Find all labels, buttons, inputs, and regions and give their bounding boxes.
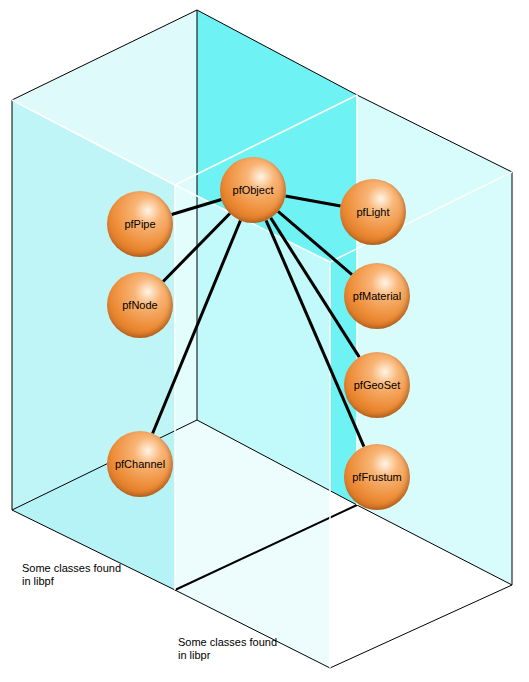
class-name: pfNode <box>122 299 157 311</box>
class-sphere: pfFrustum <box>344 444 410 510</box>
inheritance-line <box>172 200 222 215</box>
class-name: pfChannel <box>115 458 165 470</box>
class-sphere: pfLight <box>340 179 406 245</box>
class-sphere: pfPipe <box>107 191 173 257</box>
class-sphere: pfGeoSet <box>344 352 410 418</box>
class-name: pfObject <box>233 184 274 196</box>
class-name: pfMaterial <box>353 290 401 302</box>
class-name: pfFrustum <box>352 471 402 483</box>
inheritance-line <box>266 220 364 446</box>
region-label: Some classes found in libpr <box>178 636 278 662</box>
inheritance-line <box>153 221 241 434</box>
class-name: pfGeoSet <box>354 379 400 391</box>
class-sphere: pfMaterial <box>344 263 410 329</box>
class-sphere: pfObject <box>220 157 286 223</box>
class-name: pfLight <box>356 206 389 218</box>
region-label: Some classes found in libpf <box>22 562 122 588</box>
class-name: pfPipe <box>124 218 155 230</box>
class-sphere: pfChannel <box>107 431 173 497</box>
inheritance-line <box>285 196 340 206</box>
class-sphere: pfNode <box>107 272 173 338</box>
